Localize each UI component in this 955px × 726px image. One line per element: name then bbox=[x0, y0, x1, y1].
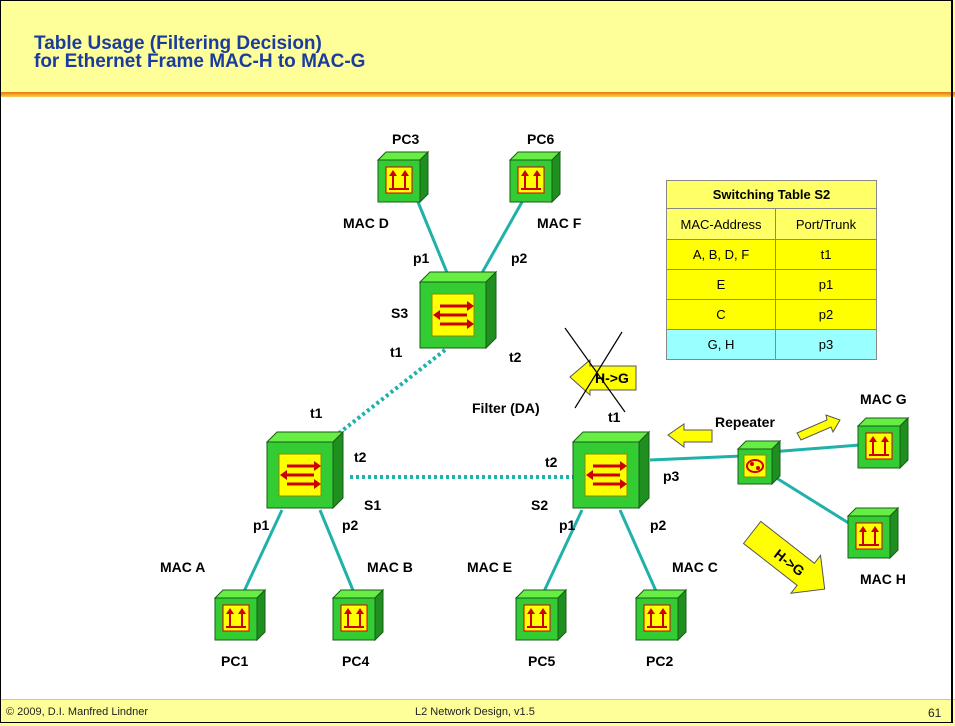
label-s1: S1 bbox=[364, 497, 381, 513]
footer-band bbox=[0, 699, 955, 726]
label-pc1: PC1 bbox=[221, 653, 248, 669]
switching-table: Switching Table S2 MAC-Address Port/Trun… bbox=[666, 180, 877, 360]
table-cell-mac: G, H bbox=[666, 329, 776, 360]
table-cell-port: p1 bbox=[775, 269, 877, 300]
blocked-frame-arrow bbox=[564, 327, 637, 413]
switching-table-title: Switching Table S2 bbox=[666, 180, 877, 209]
label-mac-h: MAC H bbox=[860, 571, 906, 587]
link-s1-pc4 bbox=[318, 509, 359, 601]
label-blocked-frame: H->G bbox=[595, 370, 629, 386]
footer-course-title: L2 Network Design, v1.5 bbox=[415, 706, 535, 718]
table-row: A, B, D, F t1 bbox=[666, 239, 877, 270]
label-s3-t1: t1 bbox=[390, 344, 403, 360]
label-s1-t2: t2 bbox=[354, 449, 367, 465]
label-s1-p2: p2 bbox=[342, 517, 359, 533]
link-s2-repeater bbox=[649, 454, 743, 462]
table-cell-mac: E bbox=[666, 269, 776, 300]
label-mac-a: MAC A bbox=[160, 559, 205, 575]
label-s2: S2 bbox=[531, 497, 548, 513]
link-pc6-s3 bbox=[476, 201, 524, 281]
label-s3: S3 bbox=[391, 305, 408, 321]
link-repeater-mach bbox=[769, 472, 856, 529]
table-cell-mac: C bbox=[666, 299, 776, 330]
repeater-icon bbox=[736, 439, 782, 486]
column-header-port: Port/Trunk bbox=[775, 208, 877, 240]
link-s2-pc2 bbox=[618, 509, 662, 601]
label-s1-t1: t1 bbox=[310, 405, 323, 421]
title-band bbox=[0, 0, 955, 96]
page-number: 61 bbox=[928, 706, 942, 720]
footer-copyright: © 2009, D.I. Manfred Lindner bbox=[6, 706, 149, 718]
trunk-s3-s1 bbox=[336, 348, 447, 436]
label-s3-t2: t2 bbox=[509, 349, 522, 365]
label-pc5: PC5 bbox=[528, 653, 555, 669]
small-left-arrow bbox=[667, 423, 713, 448]
label-repeater: Repeater bbox=[715, 414, 775, 430]
title-divider bbox=[0, 92, 955, 97]
label-s2-p1: p1 bbox=[559, 517, 576, 533]
table-cell-port: p3 bbox=[775, 329, 877, 360]
label-s2-p2: p2 bbox=[650, 517, 667, 533]
table-row: C p2 bbox=[666, 299, 877, 330]
incoming-frame-arrow bbox=[742, 520, 826, 594]
label-filter: Filter (DA) bbox=[472, 400, 540, 416]
label-mac-b: MAC B bbox=[367, 559, 413, 575]
slide-title: Table Usage (Filtering Decision) for Eth… bbox=[34, 33, 366, 72]
table-cell-port: p2 bbox=[775, 299, 877, 330]
label-mac-f: MAC F bbox=[537, 215, 582, 231]
label-s3-p2: p2 bbox=[511, 250, 528, 266]
label-s2-p3: p3 bbox=[663, 468, 680, 484]
slide-title-line2: for Ethernet Frame MAC-H to MAC-G bbox=[34, 51, 366, 72]
label-s3-p1: p1 bbox=[413, 250, 430, 266]
link-s1-pc1 bbox=[238, 509, 284, 601]
label-s1-p1: p1 bbox=[253, 517, 270, 533]
table-row: G, H p3 bbox=[666, 329, 877, 360]
link-s2-pc5 bbox=[538, 509, 584, 601]
label-pc6: PC6 bbox=[527, 131, 554, 147]
label-mac-c: MAC C bbox=[672, 559, 718, 575]
table-row: E p1 bbox=[666, 269, 877, 300]
label-mac-e: MAC E bbox=[467, 559, 512, 575]
label-s2-t1: t1 bbox=[608, 409, 621, 425]
link-repeater-macg bbox=[769, 443, 861, 454]
slide-title-line1: Table Usage (Filtering Decision) bbox=[34, 33, 322, 54]
label-s2-t2: t2 bbox=[545, 454, 558, 470]
table-cell-mac: A, B, D, F bbox=[666, 239, 776, 270]
small-right-arrow bbox=[796, 414, 841, 441]
label-mac-d: MAC D bbox=[343, 215, 389, 231]
column-header-mac: MAC-Address bbox=[666, 208, 776, 240]
link-pc3-s3 bbox=[416, 201, 452, 281]
label-pc3: PC3 bbox=[392, 131, 419, 147]
label-mac-g: MAC G bbox=[860, 391, 907, 407]
label-pc4: PC4 bbox=[342, 653, 369, 669]
label-pc2: PC2 bbox=[646, 653, 673, 669]
